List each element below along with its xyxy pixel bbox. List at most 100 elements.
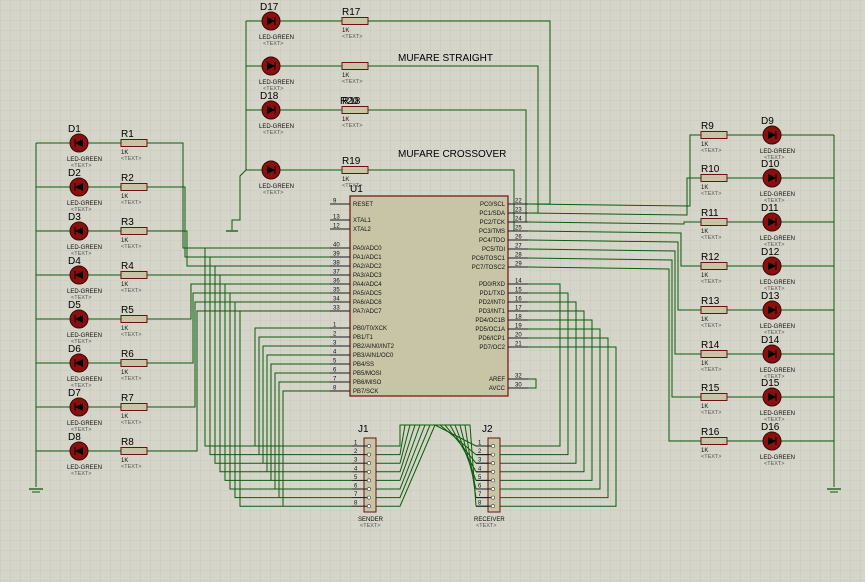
mcu-chip[interactable]: U1 9RESET13XTAL112XTAL240PA0/ADC039PA1/A… xyxy=(330,184,528,397)
led-type: LED-GREEN xyxy=(760,411,795,417)
resistor-text-placeholder: <TEXT> xyxy=(342,79,362,85)
led-text-placeholder: <TEXT> xyxy=(263,41,283,47)
top-ground-bus xyxy=(231,21,247,230)
resistor-body xyxy=(120,447,148,455)
led-text-placeholder: <TEXT> xyxy=(71,339,91,345)
resistor-value: 1K xyxy=(701,273,708,279)
resistor-top-2[interactable]: 1K<TEXT> xyxy=(341,62,369,86)
led-ref: D11 xyxy=(761,203,779,214)
pin-name: PD0/RXD xyxy=(479,282,506,288)
led-text-placeholder: <TEXT> xyxy=(71,251,91,257)
led-top-4[interactable]: LED-GREEN<TEXT> xyxy=(259,160,294,196)
led-type: LED-GREEN xyxy=(259,80,294,86)
pin-name: PA0/ADC0 xyxy=(353,246,382,252)
connector-pin-dot xyxy=(491,487,495,491)
left-resistor-to-pa xyxy=(147,142,330,249)
resistor-body xyxy=(120,227,148,235)
connector-pin-number: 4 xyxy=(354,466,358,472)
pin-name: PD1/TXD xyxy=(480,291,506,297)
led-diode-symbol xyxy=(75,183,83,191)
led-top-2[interactable]: LED-GREEN<TEXT> xyxy=(259,56,294,92)
pin-number: 23 xyxy=(515,208,522,214)
